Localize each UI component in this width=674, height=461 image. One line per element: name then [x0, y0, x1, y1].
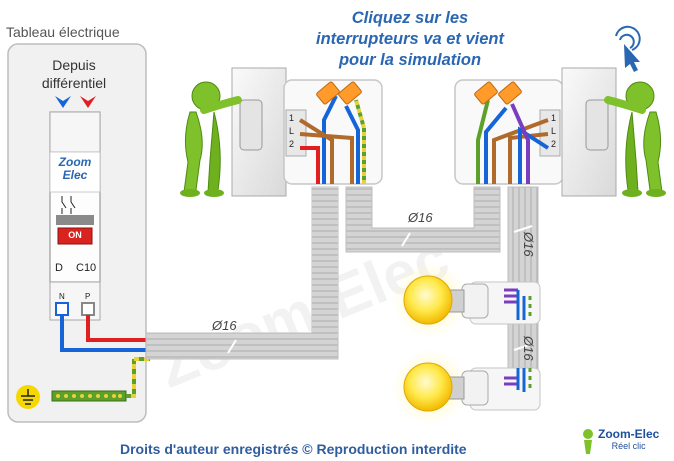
logo-figure-icon	[583, 429, 593, 454]
conduit-between-label: Ø16	[408, 210, 433, 225]
terminal-n-label: N	[59, 292, 65, 301]
circuit-breaker	[49, 111, 101, 321]
wago-connector-left-1	[316, 81, 340, 105]
instruction-line1: Cliquez sur les	[351, 9, 469, 27]
earth-wire-main	[126, 357, 150, 398]
breaker-on-label: ON	[68, 230, 82, 240]
phase-wire-main	[86, 315, 150, 342]
source-label-line2: différentiel	[41, 75, 107, 91]
lamp-2	[392, 349, 489, 425]
earth-bar-screws	[56, 394, 122, 398]
switch-right-t2: 2	[551, 139, 557, 149]
figure-right	[604, 81, 666, 197]
phase-arrow-icon	[80, 96, 96, 108]
switch-left-t2: 2	[289, 139, 295, 149]
instruction-text: Cliquez sur les interrupteurs va et vien…	[300, 8, 520, 71]
breaker-brand: Zoom Elec	[50, 156, 100, 182]
conduit-between-switches	[345, 186, 501, 253]
logo[interactable]: Zoom-Elec Réel clic	[598, 428, 659, 452]
wago-connector-right-2	[498, 81, 522, 105]
switch-left-tl: L	[289, 126, 295, 136]
neutral-arrow-icon	[55, 96, 71, 108]
breaker-symbol-icon	[61, 196, 76, 214]
terminal-p	[81, 302, 95, 316]
logo-line1: Zoom-Elec	[598, 427, 660, 441]
conduit-lamp2-label: Ø16	[521, 336, 536, 361]
lamp-1	[392, 262, 489, 338]
switch-left-terminals: 1 L 2	[289, 112, 294, 151]
breaker-rating: C10	[76, 262, 97, 274]
neutral-wire-main	[60, 315, 150, 352]
switch-left-toggle[interactable]	[239, 99, 263, 151]
breaker-toggle[interactable]	[57, 227, 93, 245]
breaker-curve: D	[55, 262, 63, 274]
figure-left	[180, 81, 242, 197]
breaker-brand-line1: Zoom	[58, 155, 92, 169]
source-label-line1: Depuis	[52, 57, 96, 73]
switch-right-terminals: 1 L 2	[551, 112, 556, 151]
panel-title: Tableau électrique	[6, 24, 120, 40]
switch-right-tl: L	[551, 126, 557, 136]
instruction-line3: pour la simulation	[338, 51, 482, 69]
switch-right-t1: 1	[551, 113, 557, 123]
terminal-p-label: P	[85, 292, 91, 301]
logo-line2: Réel clic	[611, 441, 646, 451]
breaker-brand-line2: Elec	[62, 168, 88, 182]
source-label: Depuis différentiel	[26, 56, 122, 92]
wago-connector-right-1	[474, 81, 498, 105]
conduit-lamp1-label: Ø16	[521, 232, 536, 257]
switch-right-toggle[interactable]	[585, 99, 609, 151]
switch-left-t1: 1	[289, 113, 295, 123]
instruction-line2: interrupteurs va et vient	[316, 30, 504, 48]
wago-connector-left-2	[338, 81, 362, 105]
earth-symbol-icon	[16, 385, 40, 409]
copyright-footer: Droits d'auteur enregistrés © Reproducti…	[120, 441, 467, 457]
click-hand-icon	[615, 25, 641, 72]
terminal-n	[55, 302, 69, 316]
conduit-main-label: Ø16	[212, 318, 237, 333]
